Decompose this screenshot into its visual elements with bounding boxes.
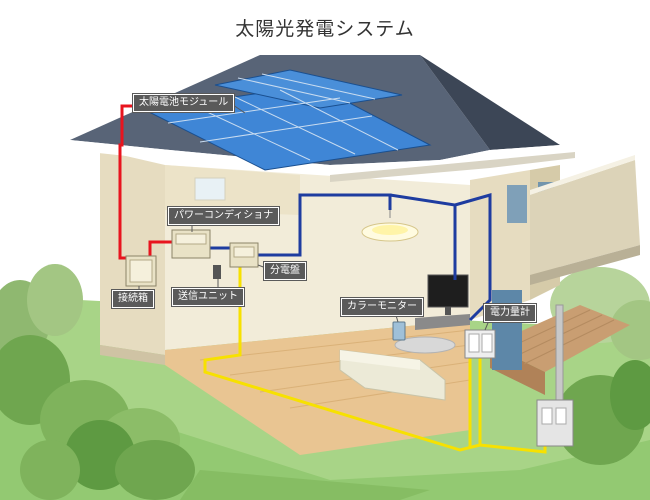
transmission-unit-device	[213, 265, 221, 279]
label-power-conditioner: パワーコンディショナ	[168, 207, 280, 225]
label-solar-module: 太陽電池モジュール	[133, 94, 235, 112]
label-color-monitor: カラーモニター	[341, 298, 423, 316]
dc-wiring	[118, 104, 175, 260]
distribution-board-unit	[229, 242, 259, 268]
trees-front	[20, 420, 195, 500]
page-title: 太陽光発電システム	[235, 18, 415, 40]
utility-pole	[536, 304, 574, 447]
junction-box	[125, 255, 157, 287]
ac-wiring	[210, 193, 492, 322]
label-power-meter: 電力量計	[484, 304, 536, 322]
label-transmission-unit: 送信ユニット	[172, 288, 244, 306]
label-junction-box: 接続箱	[112, 290, 154, 308]
power-meter-unit	[464, 329, 496, 359]
balcony	[530, 155, 640, 285]
power-conditioner-unit	[171, 229, 211, 259]
label-distribution-board: 分電盤	[264, 262, 306, 280]
furniture	[339, 274, 470, 401]
ceiling-lamp	[361, 202, 419, 242]
